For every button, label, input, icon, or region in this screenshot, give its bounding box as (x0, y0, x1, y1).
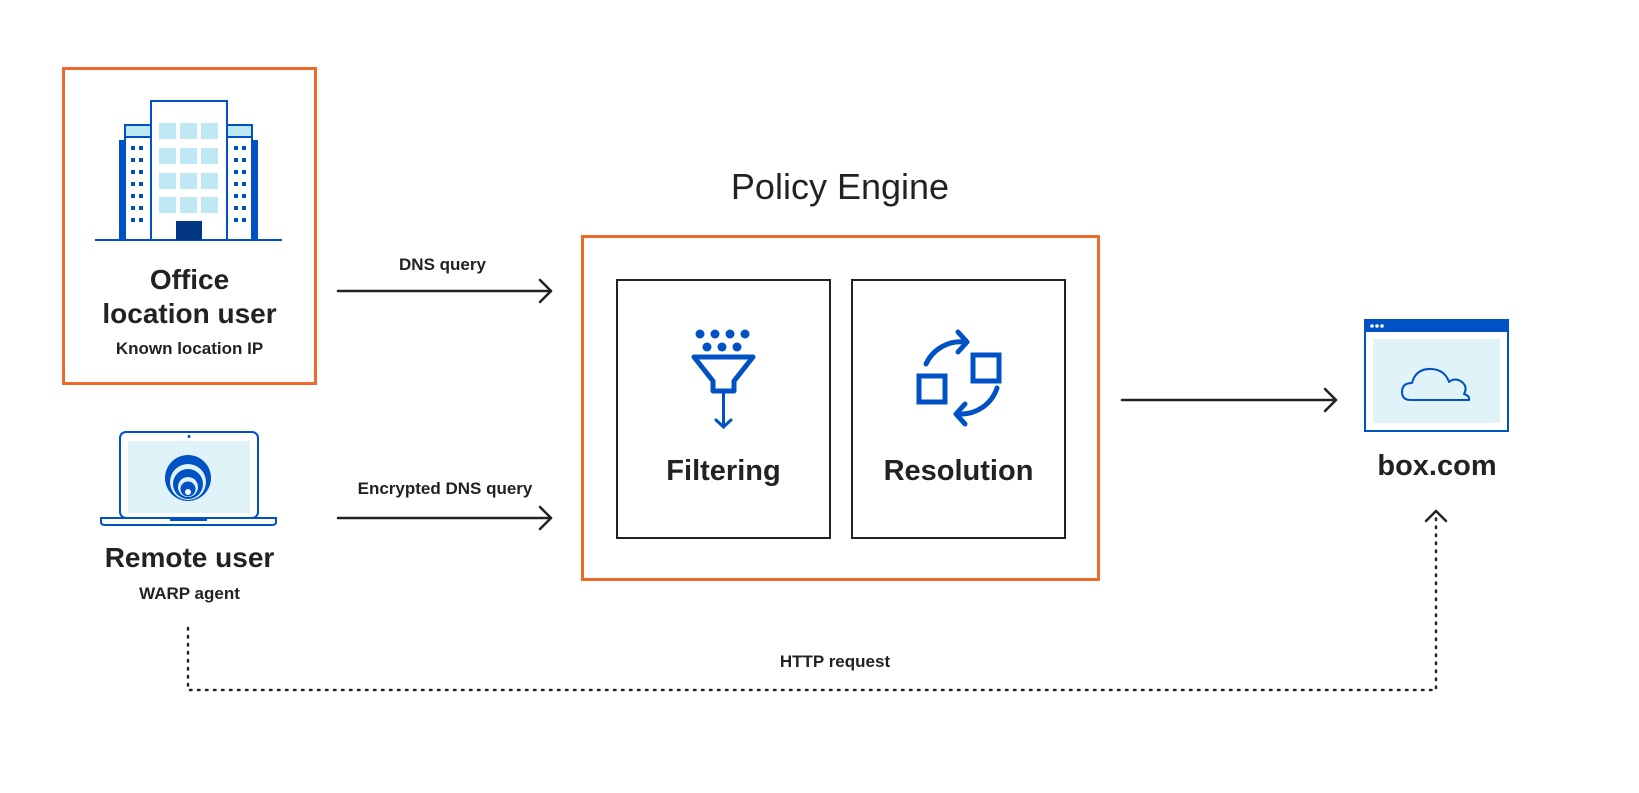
resolution-label: Resolution (883, 455, 1034, 487)
filtering-label: Filtering (666, 455, 781, 487)
resolution-cycle-icon (916, 329, 1002, 427)
policy-engine-title: Policy Engine (730, 166, 950, 207)
dns-query-label: DNS query (399, 255, 486, 274)
filter-funnel-icon (691, 329, 756, 430)
policy-engine-box (581, 235, 1100, 581)
remote-user-subtitle: WARP agent (139, 584, 240, 603)
office-building-icon (95, 100, 282, 241)
office-user-title: Office location user (102, 264, 277, 329)
box-com-label: box.com (1377, 450, 1497, 482)
browser-cloud-icon (1364, 319, 1509, 432)
office-user-box (62, 67, 317, 385)
http-request-label: HTTP request (779, 652, 891, 671)
remote-user-title: Remote user (104, 542, 275, 573)
encrypted-dns-query-label: Encrypted DNS query (357, 479, 533, 498)
office-user-subtitle: Known location IP (115, 339, 264, 358)
laptop-warp-icon (100, 431, 277, 526)
